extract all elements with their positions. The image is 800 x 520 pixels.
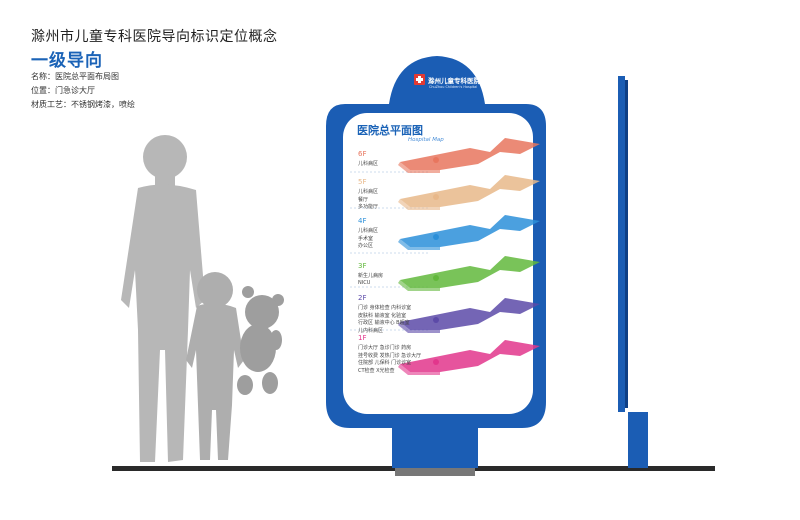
floor-label: 多功能厅	[358, 204, 379, 210]
floor-label: NICU	[358, 279, 371, 286]
floor-label: 新生儿病房	[358, 273, 384, 279]
child-silhouette	[186, 272, 244, 460]
floor-separators	[350, 171, 430, 331]
floor-label: 儿内科病区	[358, 327, 384, 334]
hospital-name-en: ChuZhou Children's Hospital	[429, 85, 478, 89]
floor-plan-block	[398, 138, 540, 173]
floor-label: CT检查 X光检查	[358, 367, 395, 374]
floor-label: 行政区 输液中心 B超室	[358, 320, 410, 326]
floor-label: 门诊大厅 急诊门诊 药房	[358, 345, 412, 351]
side-panel-shadow	[625, 80, 628, 408]
floor-label: 办公区	[358, 243, 374, 249]
floor-number: 6F	[358, 150, 367, 158]
page-title: 滁州市儿童专科医院导向标识定位概念	[31, 29, 278, 45]
teddy-bear-silhouette	[237, 286, 284, 395]
meta-material: 材质工艺：不锈钢烤漆，喷绘	[31, 100, 135, 109]
floor-number: 3F	[358, 262, 367, 270]
sign-base-plate	[395, 468, 475, 476]
map-subtitle: Hospital Map	[408, 137, 444, 143]
floor-plan-block	[398, 298, 540, 333]
adult-silhouette	[121, 135, 205, 462]
floor-label: 儿科病区	[358, 189, 379, 195]
floor-label: 儿科病区	[358, 228, 379, 234]
page-subtitle: 一级导向	[31, 51, 103, 71]
meta-name: 名称：医院总平面布局图	[31, 72, 119, 81]
hospital-cross-icon	[414, 74, 425, 85]
floor-label: 皮肤科 输液室 化验室	[358, 312, 407, 319]
floor-plan-block	[398, 175, 540, 210]
floor-number: 5F	[358, 178, 367, 186]
floor-number: 4F	[358, 217, 367, 225]
floor-plan-block	[398, 340, 540, 375]
side-panel-post	[628, 412, 648, 468]
floor-label: 儿科病区	[358, 161, 379, 167]
hospital-name: 滁州儿童专科医院	[428, 77, 480, 85]
floor-label: 手术室	[358, 235, 374, 242]
floor-plan-block	[398, 215, 540, 250]
floor-number: 1F	[358, 334, 367, 342]
floor-label: 门诊 身体检查 内科诊室	[358, 305, 412, 311]
floor-label: 餐厅	[358, 196, 369, 203]
floor-label: 住院部 儿保科 门诊诊室	[358, 360, 412, 366]
meta-location: 位置：门急诊大厅	[31, 86, 95, 95]
floor-number: 2F	[358, 294, 367, 302]
floor-plan-block	[398, 256, 540, 291]
side-panel-edge	[618, 76, 625, 412]
map-title: 医院总平面图	[357, 124, 423, 137]
floor-label: 挂号收费 发热门诊 急诊大厅	[358, 352, 422, 359]
